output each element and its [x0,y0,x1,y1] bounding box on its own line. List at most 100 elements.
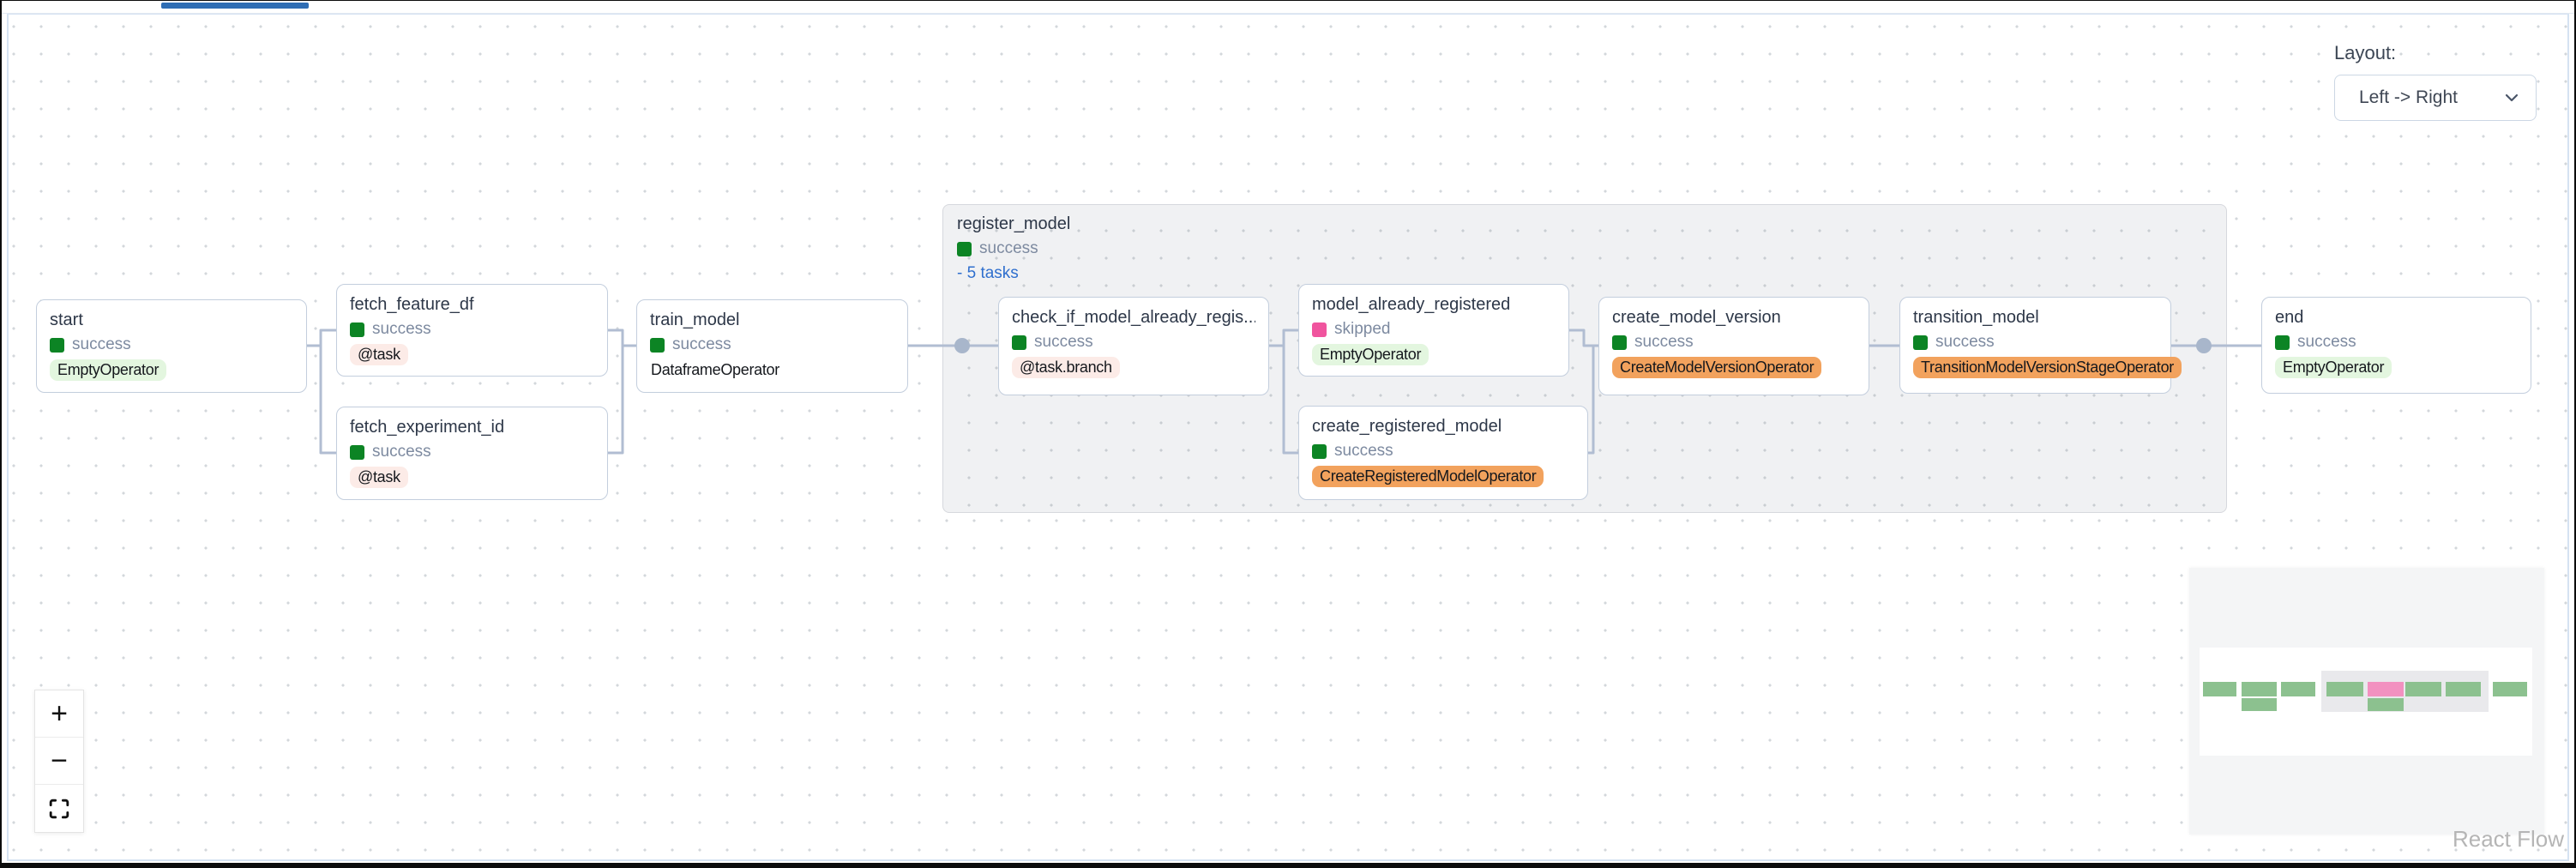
edge-fetch-experiment-id-train-model [608,344,636,455]
minimap-node [2368,698,2404,711]
active-tab-indicator [161,3,309,9]
layout-label: Layout: [2334,42,2397,63]
task-name: check_if_model_already_regis... [1012,308,1255,327]
operator-badge: @task [350,344,408,365]
task-node-fetch-experiment-id[interactable]: fetch_experiment_id success @task [336,407,608,500]
group-input-junction-dot [954,338,970,353]
minimap-node [2326,682,2363,696]
minimap-node [2493,682,2527,696]
task-name: fetch_feature_df [350,295,474,314]
fit-view-icon [49,799,69,818]
task-node-train-model[interactable]: train_model success DataframeOperator [636,299,908,393]
task-status: skipped [1312,320,1556,339]
operator-badge: DataframeOperator [651,361,779,378]
task-node-create-model-version[interactable]: create_model_version success CreateModel… [1598,297,1869,395]
status-square-icon [1012,335,1026,350]
top-strip [2,1,2574,14]
task-name: fetch_experiment_id [350,418,505,437]
status-square-icon [50,337,64,353]
status-square-icon [350,444,364,460]
operator-badge: EmptyOperator [50,359,167,381]
status-square-icon [2275,335,2290,350]
zoom-controls: + − [34,690,84,833]
task-status: success [650,335,894,354]
edge-check-create-registered-model [1269,344,1298,455]
edge-create-registered-model-create-model-version [1588,344,1598,455]
status-label: success [979,239,1038,257]
minimap-node [2203,682,2236,696]
edge-fetch-feature-df-train-model [608,329,636,347]
status-square-icon [1913,335,1928,350]
task-name: end [2275,308,2304,327]
status-label: success [1034,333,1093,351]
zoom-out-button[interactable]: − [35,738,83,785]
task-status: success [2275,333,2518,352]
task-node-start[interactable]: start success EmptyOperator [36,299,307,393]
status-square-icon [1612,335,1627,350]
layout-select[interactable]: Left -> Right [2334,75,2537,121]
task-status: success [1312,442,1574,461]
status-label: success [372,320,431,338]
task-node-model-already-registered[interactable]: model_already_registered skipped EmptyOp… [1298,284,1569,377]
status-square-icon [1312,443,1327,459]
operator-badge: EmptyOperator [2275,357,2392,378]
group-title: register_model [957,214,1071,233]
operator-badge: @task.branch [1012,357,1120,378]
status-square-icon [350,322,364,337]
task-node-transition-model[interactable]: transition_model success TransitionModel… [1899,297,2182,394]
minimap-node [2281,682,2315,696]
status-label: success [372,443,431,461]
task-status: success [350,320,594,339]
minimap-node [2446,682,2481,696]
status-label: success [1935,333,1995,351]
task-name: transition_model [1913,308,2039,327]
task-status: success [1913,333,2158,352]
task-node-check-if-model-already-registered[interactable]: check_if_model_already_regis... success … [998,297,1269,395]
task-node-create-registered-model[interactable]: create_registered_model success CreateRe… [1298,406,1588,500]
chevron-down-icon [2505,93,2519,102]
collapse-tasks-link[interactable]: - 5 tasks [957,264,1019,282]
task-status: success [50,335,293,354]
minimap[interactable] [2189,568,2544,835]
edge-start-fetch-feature-df [307,329,336,347]
operator-badge: @task [350,467,408,488]
minimap-node-skipped [2368,682,2404,696]
operator-badge: CreateRegisteredModelOperator [1312,466,1544,487]
task-status: success [350,443,594,461]
task-node-end[interactable]: end success EmptyOperator [2261,297,2531,394]
status-label: skipped [1334,320,1391,338]
task-name: train_model [650,310,740,329]
task-name: model_already_registered [1312,295,1511,314]
minimap-node [2242,698,2277,711]
status-label: success [1334,442,1393,460]
task-status: success [1612,333,1856,352]
operator-badge: CreateModelVersionOperator [1612,357,1822,378]
operator-badge: TransitionModelVersionStageOperator [1913,357,2182,378]
react-flow-attribution[interactable]: React Flow [2452,826,2564,852]
layout-panel: Layout: Left -> Right [2334,42,2537,121]
group-status: success [957,239,1070,258]
task-name: create_model_version [1612,308,1781,327]
status-label: success [1634,333,1694,351]
operator-badge: EmptyOperator [1312,344,1429,365]
task-name: start [50,310,83,329]
minus-icon: − [51,744,68,777]
task-status: success [1012,333,1255,352]
zoom-in-button[interactable]: + [35,690,83,738]
status-label: success [672,335,731,353]
minimap-node [2242,682,2277,696]
status-label: success [72,335,131,353]
group-header: register_model success - 5 tasks [957,214,1070,283]
task-node-fetch-feature-df[interactable]: fetch_feature_df success @task [336,284,608,377]
edge-check-model-already-registered [1269,329,1298,347]
task-name: create_registered_model [1312,417,1502,436]
status-square-icon [1312,322,1327,337]
status-square-icon [957,241,972,256]
edge-model-already-registered-create-model-version [1569,329,1598,347]
fit-view-button[interactable] [35,785,83,832]
layout-select-value: Left -> Right [2359,87,2458,107]
status-square-icon [650,337,665,353]
